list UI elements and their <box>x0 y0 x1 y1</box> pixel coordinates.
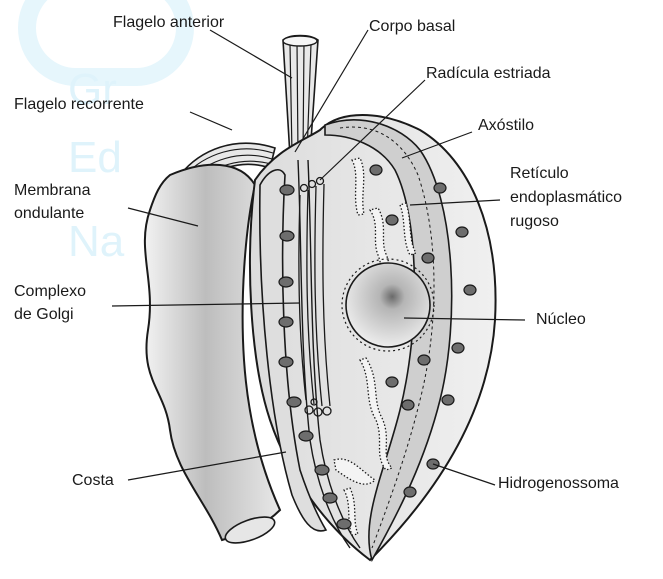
label-membrana: Membrana <box>14 181 90 201</box>
label-axostilo: Axóstilo <box>478 116 534 136</box>
label-flagelo-anterior: Flagelo anterior <box>113 13 224 33</box>
label-hidrogenossoma: Hidrogenossoma <box>498 474 619 494</box>
label-endoplasmatico: endoplasmático <box>510 188 622 208</box>
label-complexo: Complexo <box>14 282 86 302</box>
label-ondulante: ondulante <box>14 204 84 224</box>
label-rugoso: rugoso <box>510 212 559 232</box>
label-nucleo: Núcleo <box>536 310 586 330</box>
label-radicula-estriada: Radícula estriada <box>426 64 551 84</box>
label-costa: Costa <box>72 471 114 491</box>
label-corpo-basal: Corpo basal <box>369 17 455 37</box>
label-reticulo: Retículo <box>510 164 569 184</box>
label-de-golgi: de Golgi <box>14 305 74 325</box>
label-flagelo-recorrente: Flagelo recorrente <box>14 95 144 115</box>
